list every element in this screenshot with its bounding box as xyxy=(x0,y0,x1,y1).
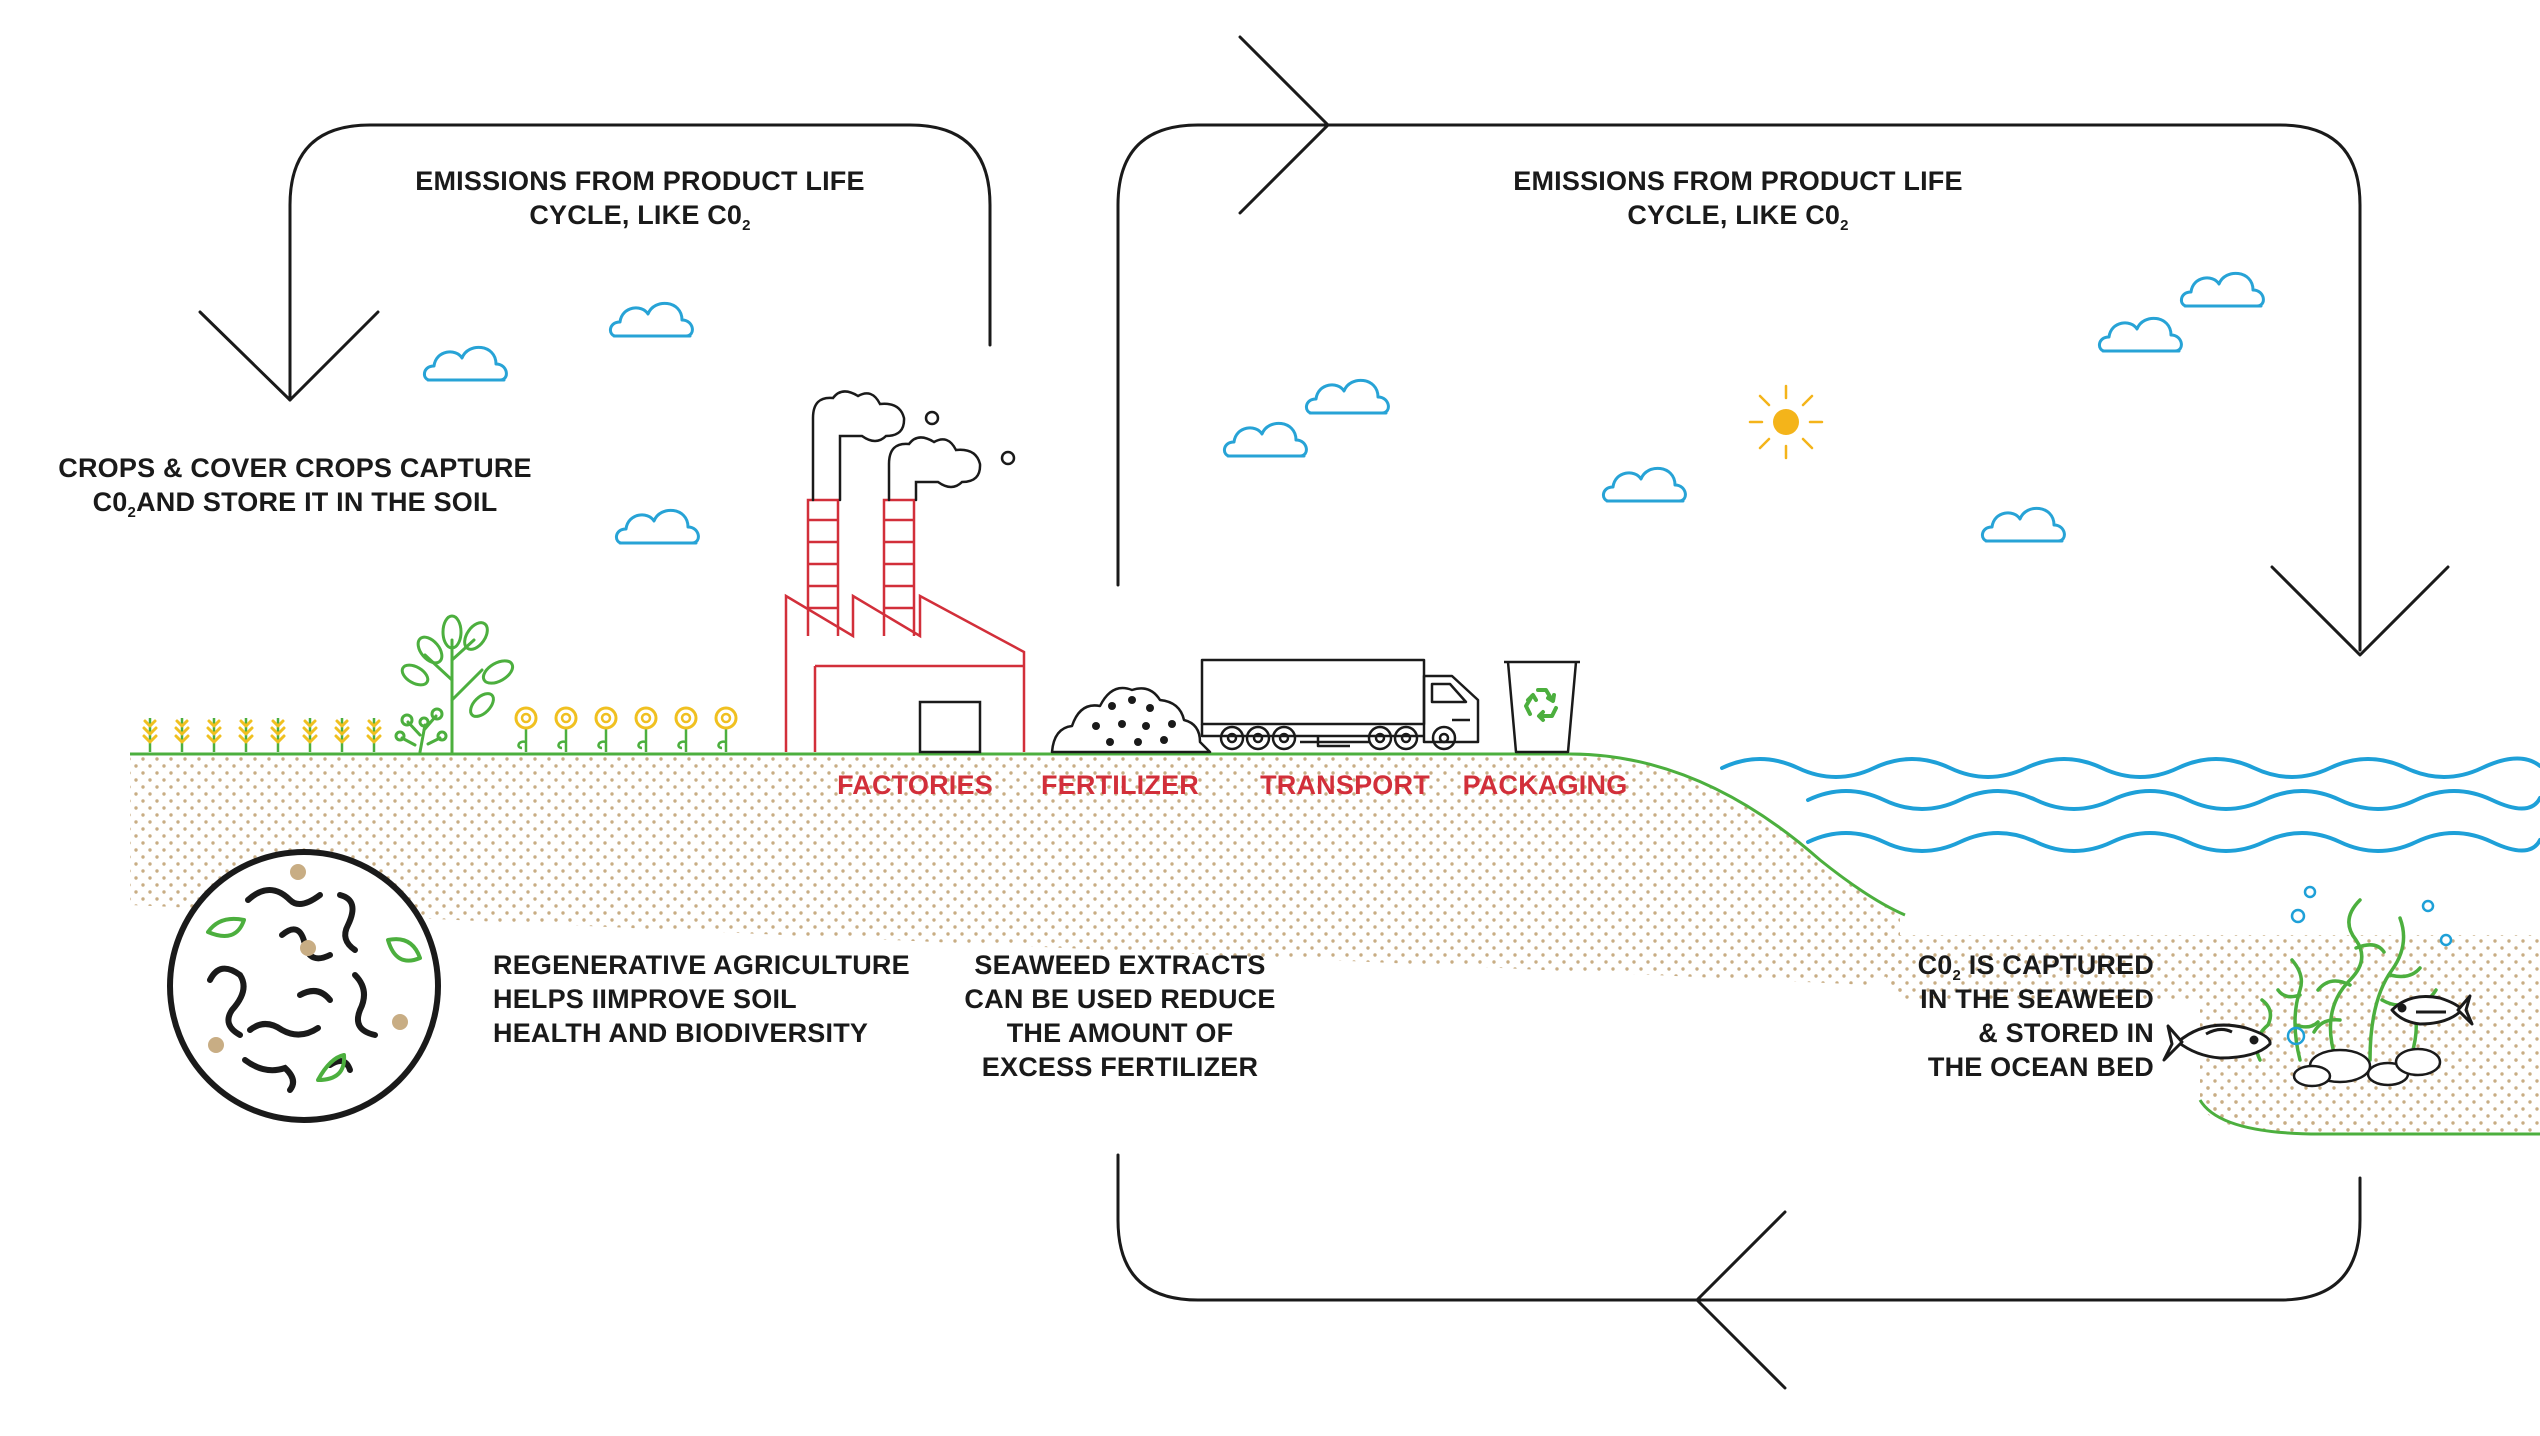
wheat-icon xyxy=(366,716,382,754)
cloud-icon xyxy=(2097,316,2183,353)
soil-circle-icon xyxy=(167,849,441,1123)
emissions-left-line2: CYCLE, LIKE C0 xyxy=(529,200,743,230)
crops-line2-post: AND STORE IT IN THE SOIL xyxy=(136,487,498,517)
wheat-icon xyxy=(302,716,318,754)
emissions-right-line1: EMISSIONS FROM PRODUCT LIFE xyxy=(1513,166,1963,196)
seaweed-line4: EXCESS FERTILIZER xyxy=(981,1052,1259,1082)
emissions-right-line2: CYCLE, LIKE C0 xyxy=(1627,200,1841,230)
cloud-icon xyxy=(1222,421,1308,458)
wheat-row xyxy=(142,716,382,754)
regenerative-line3: HEALTH AND BIODIVERSITY xyxy=(493,1018,869,1048)
sunflower-icon xyxy=(594,706,618,754)
wheat-icon xyxy=(142,716,158,754)
crops-line2-pre: C0 xyxy=(92,487,128,517)
sunflower-icon xyxy=(714,706,738,754)
wheat-icon xyxy=(238,716,254,754)
seaweed-line2: CAN BE USED REDUCE xyxy=(964,984,1276,1014)
sunflower-row xyxy=(514,706,738,754)
seaweed-line3: THE AMOUNT OF xyxy=(1006,1018,1234,1048)
factories-label: FACTORIES xyxy=(837,770,993,800)
packaging-label: PACKAGING xyxy=(1462,770,1628,800)
sun-icon xyxy=(1748,384,1824,460)
captured-line2: IN THE SEAWEED xyxy=(1920,984,2154,1014)
soil-area xyxy=(130,754,1900,985)
fish-icon xyxy=(2390,994,2474,1026)
sunflower-icon xyxy=(514,706,538,754)
crops-label: CROPS & COVER CROPS CAPTURE C02AND STORE… xyxy=(40,451,550,521)
regenerative-label: REGENERATIVE AGRICULTURE HELPS IIMPROVE … xyxy=(493,948,933,1050)
seaweed-extracts-label: SEAWEED EXTRACTS CAN BE USED REDUCE THE … xyxy=(950,948,1290,1084)
bubbles xyxy=(2286,885,2453,1046)
cloud-icon xyxy=(614,508,700,545)
cloud-icon xyxy=(608,301,694,338)
captured-line1-pre: C0 xyxy=(1917,950,1953,980)
captured-line4: THE OCEAN BED xyxy=(1927,1052,2154,1082)
cloud-icon xyxy=(422,345,508,382)
wheat-icon xyxy=(270,716,286,754)
rocks xyxy=(2292,1047,2442,1088)
sunflower-icon xyxy=(674,706,698,754)
wheat-icon xyxy=(206,716,222,754)
sunflower-icon xyxy=(634,706,658,754)
cloud-icon xyxy=(1304,378,1390,415)
captured-line3: & STORED IN xyxy=(1978,1018,2154,1048)
ocean-waves xyxy=(1720,756,2540,853)
captured-line1-post: IS CAPTURED xyxy=(1961,950,2154,980)
captured-label: C02 IS CAPTURED IN THE SEAWEED & STORED … xyxy=(1880,948,2154,1084)
captured-sub: 2 xyxy=(1952,967,1962,984)
cycle-arrow-icon xyxy=(198,35,2450,1390)
factory-icon xyxy=(784,390,1026,754)
cloud-icon xyxy=(1601,466,1687,503)
regenerative-line2: HELPS IIMPROVE SOIL xyxy=(493,984,797,1014)
emissions-label-left: EMISSIONS FROM PRODUCT LIFE CYCLE, LIKE … xyxy=(370,164,910,234)
cloud-icon xyxy=(1980,506,2066,543)
transport-label: TRANSPORT xyxy=(1260,770,1430,800)
recycle-bin-icon xyxy=(1504,660,1580,754)
seaweed-line1: SEAWEED EXTRACTS xyxy=(974,950,1266,980)
crops-line1: CROPS & COVER CROPS CAPTURE xyxy=(58,453,532,483)
wheat-icon xyxy=(334,716,350,754)
ocean-bed-line xyxy=(2198,1099,2540,1136)
sunflower-icon xyxy=(554,706,578,754)
emissions-right-sub: 2 xyxy=(1840,217,1849,234)
wheat-icon xyxy=(174,716,190,754)
emissions-left-line1: EMISSIONS FROM PRODUCT LIFE xyxy=(415,166,865,196)
tree-icon xyxy=(394,614,515,754)
ground-line xyxy=(130,752,1906,917)
crops-sub: 2 xyxy=(127,504,137,521)
emissions-label-right: EMISSIONS FROM PRODUCT LIFE CYCLE, LIKE … xyxy=(1468,164,2008,234)
fish-icon xyxy=(2162,1023,2272,1062)
cloud-icon xyxy=(2179,271,2265,308)
fertilizer-label: FERTILIZER xyxy=(1041,770,1199,800)
truck-icon xyxy=(1200,658,1480,751)
clouds xyxy=(422,271,2265,545)
regenerative-line1: REGENERATIVE AGRICULTURE xyxy=(493,950,910,980)
emissions-left-sub: 2 xyxy=(742,217,751,234)
fertilizer-pile-icon xyxy=(1050,686,1212,754)
